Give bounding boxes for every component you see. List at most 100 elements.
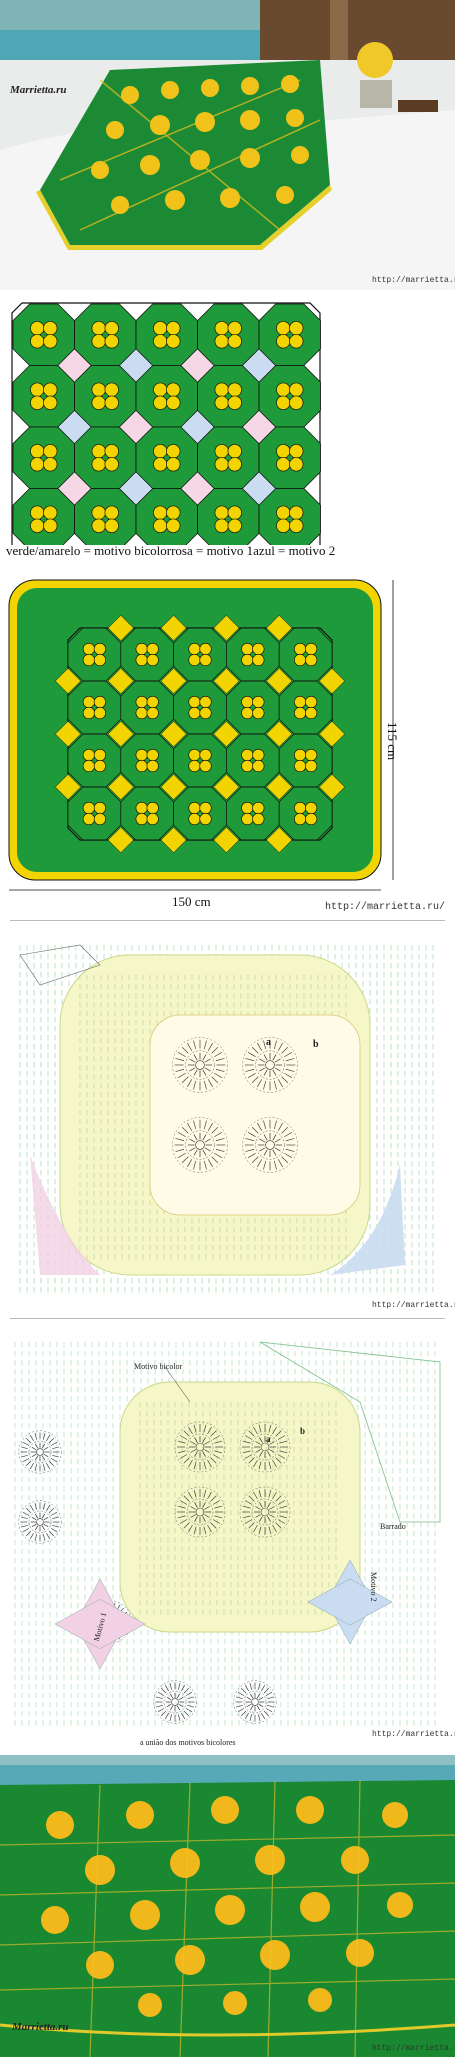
- stitch: [215, 1058, 225, 1062]
- watermark: http://marrietta.ru/: [325, 902, 446, 913]
- petal: [166, 518, 181, 533]
- petal: [289, 395, 304, 410]
- stitch: [263, 1054, 268, 1061]
- petal: [104, 395, 119, 410]
- stitch: [274, 1067, 281, 1072]
- stitch: [187, 1079, 193, 1088]
- flower-center: [102, 516, 109, 523]
- stitch: [189, 1067, 196, 1072]
- diagram-2-chart: [14, 1341, 441, 1726]
- crochet-diagram-1: a b http://marrietta.ru/: [0, 925, 455, 1315]
- stitch: [263, 1120, 267, 1130]
- yellow-square: [160, 826, 187, 854]
- square-motif: [57, 471, 92, 506]
- petal: [289, 457, 304, 472]
- yellow-square: [107, 773, 134, 801]
- stitch: [204, 1147, 211, 1152]
- stitch: [202, 1149, 207, 1156]
- yellow-square: [266, 826, 293, 854]
- petal: [304, 706, 318, 720]
- flower-center: [225, 516, 232, 523]
- blanket-layout: [8, 579, 394, 891]
- flower-center: [286, 516, 293, 523]
- petal: [146, 759, 159, 773]
- stitch: [202, 1134, 207, 1141]
- stitch: [211, 1126, 219, 1134]
- stitch: [181, 1126, 189, 1134]
- stitch: [281, 1156, 289, 1164]
- stitch: [181, 1076, 189, 1084]
- stitch: [251, 1046, 259, 1054]
- stitch: [272, 1069, 277, 1076]
- stitch: [181, 1046, 189, 1054]
- motif-bicolor-core: [149, 1014, 361, 1216]
- stitch: [207, 1079, 213, 1088]
- petal: [43, 457, 58, 472]
- stitch: [214, 1152, 223, 1158]
- stitch: [193, 1120, 197, 1130]
- watermark: http://marrietta.ru/: [372, 1301, 455, 1310]
- stitch: [204, 1067, 211, 1072]
- flower-center: [286, 454, 293, 461]
- petal: [199, 653, 212, 667]
- stitch: [273, 1040, 277, 1050]
- yellow-square: [318, 773, 346, 801]
- petal: [304, 759, 318, 773]
- label-a: a: [266, 1037, 271, 1048]
- yellow-square: [266, 773, 293, 801]
- stitch: [245, 1148, 255, 1152]
- square-motif: [57, 409, 92, 445]
- stitch: [193, 1160, 197, 1170]
- stitch: [211, 1156, 219, 1164]
- stitch: [189, 1147, 196, 1152]
- flower-center: [302, 704, 309, 711]
- stitch: [247, 1072, 256, 1078]
- stitch: [284, 1052, 293, 1058]
- flower-center: [197, 810, 203, 817]
- motif-ring: [265, 1140, 275, 1150]
- stitch: [259, 1147, 266, 1152]
- stitch: [177, 1152, 186, 1158]
- yellow-square: [213, 614, 240, 642]
- stitch: [263, 1040, 267, 1050]
- flower-center: [225, 454, 232, 461]
- yellow-square: [107, 614, 134, 642]
- square-motif: [180, 471, 215, 506]
- stitch: [285, 1148, 295, 1152]
- stitch: [272, 1134, 277, 1141]
- petal: [93, 706, 107, 720]
- petal: [252, 812, 265, 826]
- stitch: [175, 1068, 185, 1072]
- stitch: [189, 1058, 196, 1063]
- stitch: [193, 1054, 198, 1061]
- stitch: [274, 1138, 281, 1143]
- petal: [166, 457, 181, 472]
- square-motif: [241, 471, 277, 506]
- petal: [199, 759, 212, 773]
- stitch: [284, 1072, 293, 1078]
- yellow-square: [107, 826, 134, 854]
- width-label: 150 cm: [172, 894, 211, 909]
- stitch: [274, 1058, 281, 1063]
- stitch: [203, 1160, 207, 1170]
- petal: [304, 812, 318, 826]
- petal: [252, 706, 265, 720]
- stitch: [207, 1042, 213, 1051]
- legend-text: verde/amarelo = motivo bicolorrosa = mot…: [6, 543, 336, 558]
- petal: [104, 334, 119, 349]
- flower-center: [102, 331, 109, 338]
- petal: [252, 759, 265, 773]
- stitch: [273, 1080, 277, 1090]
- petal: [304, 653, 318, 667]
- stitch: [257, 1042, 263, 1051]
- stitch: [281, 1046, 289, 1054]
- blanket-photo-top: [0, 0, 455, 290]
- flower-center: [40, 393, 47, 400]
- stitch: [272, 1149, 277, 1156]
- divider: [10, 1318, 445, 1319]
- flower-center: [40, 516, 47, 523]
- flower-center: [302, 810, 309, 817]
- stitch: [177, 1052, 186, 1058]
- motif-ring: [195, 1140, 205, 1150]
- petal: [199, 706, 212, 720]
